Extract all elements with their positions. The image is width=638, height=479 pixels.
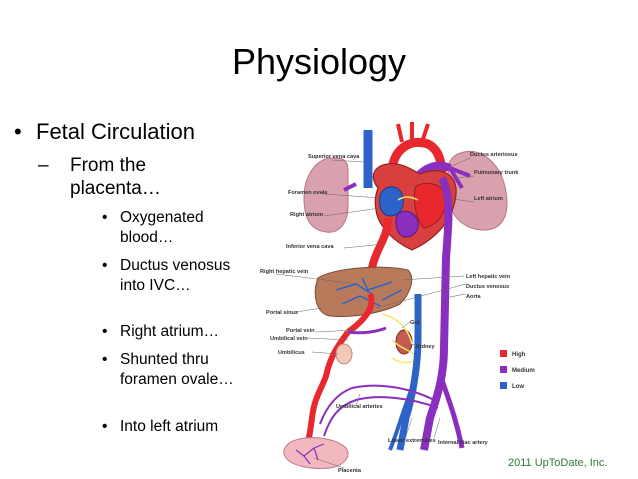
bullet-from-placenta: From the placenta… <box>70 155 161 199</box>
fetal-circulation-diagram: Superior vena cava Ductus arteriosus Pul… <box>260 122 535 474</box>
label-superior-vena-cava: Superior vena cava <box>308 154 360 160</box>
legend-swatch-low <box>500 382 507 389</box>
label-left-atrium: Left atrium <box>474 196 503 202</box>
legend-label-medium: Medium <box>512 368 535 374</box>
label-umbilical-arteries: Umbilical arteries <box>336 404 383 410</box>
right-ventricle-chamber <box>395 210 419 238</box>
lower-extremity-veins <box>388 387 414 451</box>
bullet-text: Into left atrium <box>120 418 219 435</box>
bullet-text: Right atrium… <box>120 323 220 340</box>
label-right-hepatic-vein: Right hepatic vein <box>260 269 309 275</box>
ductus-venosus <box>346 292 375 335</box>
foramen-ovale-arrow <box>397 196 419 201</box>
legend-label-low: Low <box>512 384 524 390</box>
umbilicus <box>335 343 353 365</box>
label-left-hepatic-vein: Left hepatic vein <box>466 274 511 280</box>
legend: High Medium Low <box>500 350 535 390</box>
bullet-text: Ductus venosus into IVC… <box>120 257 231 294</box>
label-portal-sinus: Portal sinus <box>266 310 298 316</box>
iliac-artery-right <box>439 379 465 449</box>
label-inferior-vena-cava: Inferior vena cava <box>286 244 334 250</box>
placenta-vessels <box>295 443 325 465</box>
label-ductus-arteriosus: Ductus arteriosus <box>470 152 518 158</box>
label-portal-vein: Portal vein <box>286 328 315 334</box>
label-gut: Gut <box>410 320 420 326</box>
head-vessels <box>396 122 430 143</box>
portal-vein <box>347 326 387 335</box>
left-chambers <box>413 182 447 229</box>
gut <box>381 313 413 345</box>
umbilical-arteries <box>319 384 439 437</box>
bullet-fetal-circulation: Fetal Circulation <box>36 119 195 144</box>
label-umbilical-vein: Umbilical vein <box>270 336 308 342</box>
label-aorta: Aorta <box>466 294 481 300</box>
label-ductus-venosus: Ductus venosus <box>466 284 509 290</box>
label-foramen-ovale: Foramen ovale <box>288 190 327 196</box>
legend-swatch-medium <box>500 366 507 373</box>
right-atrium-chamber <box>379 186 404 217</box>
label-pulmonary-trunk: Pulmonary trunk <box>474 170 519 176</box>
liver <box>314 266 413 317</box>
bullet-text: Shunted thru foramen ovale… <box>120 351 234 388</box>
legend-swatch-high <box>500 350 507 357</box>
aorta <box>420 176 453 451</box>
label-kidney: Kidney <box>416 344 436 350</box>
label-lower-extremities: Lower extremities <box>388 438 436 444</box>
bullet-text: Oxygenated blood… <box>120 209 204 246</box>
left-lung <box>447 150 508 231</box>
right-lung <box>303 157 349 233</box>
label-internal-iliac-artery: Internal iliac artery <box>438 440 489 446</box>
label-right-atrium: Right atrium <box>290 212 323 218</box>
kidney <box>395 329 413 355</box>
label-placenta: Placenta <box>338 468 362 474</box>
copyright-credit: 2011 UpToDate, Inc. <box>508 457 608 469</box>
legend-label-high: High <box>512 352 526 358</box>
leader-lines <box>275 157 475 469</box>
ivc-lower <box>396 294 422 451</box>
label-umbilicus: Umbilicus <box>278 350 305 356</box>
slide-title: Physiology <box>231 41 407 82</box>
